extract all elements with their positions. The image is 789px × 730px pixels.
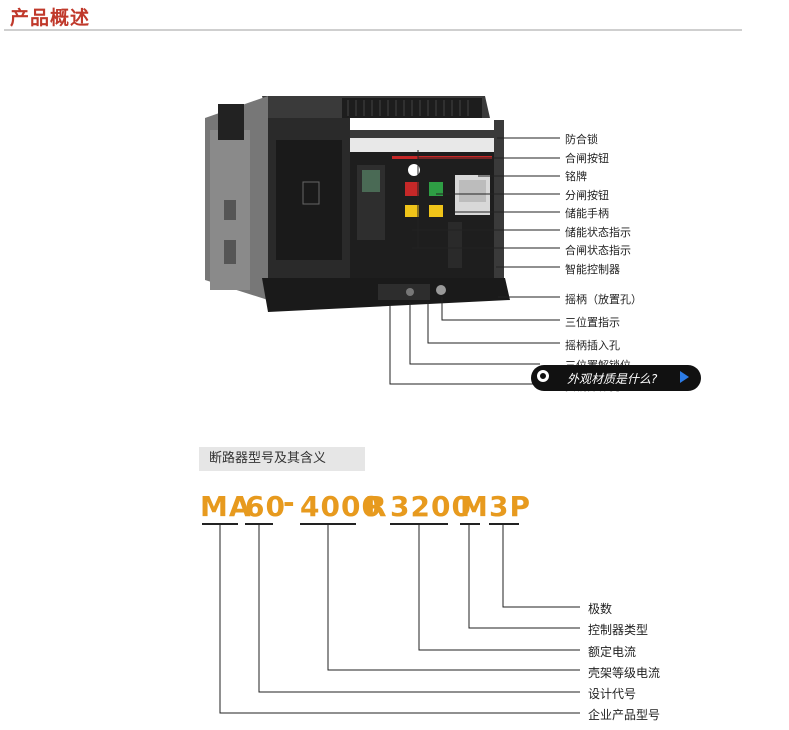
meaning-frame-current: 壳架等级电流 <box>588 666 661 680</box>
code-segment-dash: - <box>283 486 296 519</box>
callout-energy-status: 储能状态指示 <box>565 226 631 239</box>
ask-icon <box>537 370 549 382</box>
underline-3200 <box>390 523 448 525</box>
callout-handle-slot: 摇柄（放置孔） <box>565 293 642 306</box>
title-divider <box>4 29 742 31</box>
meaning-rated-current: 额定电流 <box>588 645 637 659</box>
play-arrow-icon <box>680 371 689 383</box>
underline-m <box>460 523 480 525</box>
code-segment-60: 60 <box>245 490 286 523</box>
callout-smart-controller: 智能控制器 <box>565 263 620 276</box>
code-segment-3200: 3200 <box>390 490 472 523</box>
underline-4000 <box>300 523 356 525</box>
code-segment-ma: MA <box>200 490 252 523</box>
callout-handle-insert: 摇柄插入孔 <box>565 339 620 352</box>
meaning-product-model: 企业产品型号 <box>588 708 661 722</box>
meaning-design-code: 设计代号 <box>588 687 637 701</box>
code-segment-m: M <box>460 490 489 523</box>
code-segment-4000: 4000 <box>300 490 382 523</box>
underline-3p <box>489 523 519 525</box>
callout-energy-handle: 储能手柄 <box>565 207 609 220</box>
callout-close-status: 合闸状态指示 <box>565 244 631 257</box>
callout-close-button: 合闸按钮 <box>565 152 609 165</box>
underline-60 <box>245 523 273 525</box>
ask-material-button[interactable]: 外观材质是什么? <box>531 365 701 391</box>
code-segment-3p: 3P <box>489 490 532 523</box>
underline-ma <box>202 523 238 525</box>
callout-open-button: 分闸按钮 <box>565 189 609 202</box>
callout-nameplate: 铭牌 <box>565 170 587 183</box>
page-title: 产品概述 <box>10 7 91 29</box>
meaning-controller-type: 控制器类型 <box>588 623 649 637</box>
section-heading: 断路器型号及其含义 <box>199 447 365 471</box>
callout-anti-close-lock: 防合锁 <box>565 133 598 146</box>
callout-three-position: 三位置指示 <box>565 316 620 329</box>
ask-label: 外观材质是什么? <box>567 372 658 386</box>
code-segment-r: R <box>365 490 388 523</box>
circuit-breaker-image <box>205 96 560 385</box>
meaning-poles: 极数 <box>588 602 613 616</box>
